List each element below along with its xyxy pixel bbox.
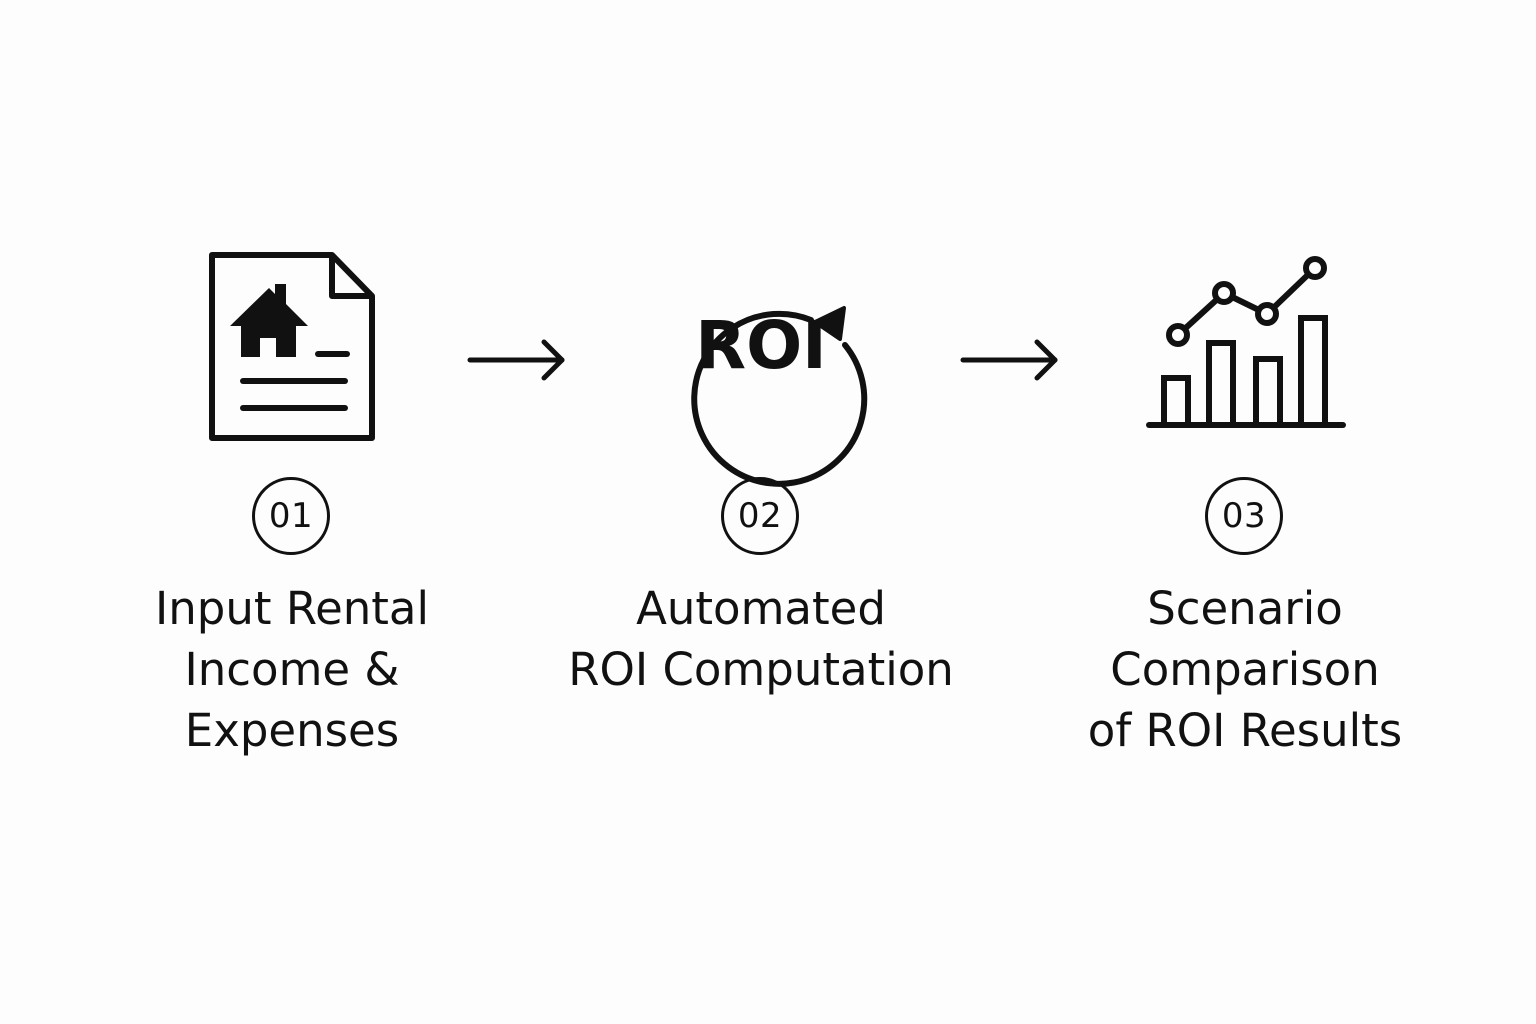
step-label-line: Expenses — [184, 704, 400, 757]
step-label: Input Rental Income & Expenses — [82, 578, 502, 761]
step-label-line: Scenario — [1147, 582, 1343, 635]
step-label-line: ROI Computation — [568, 643, 954, 696]
step-label-line: Automated — [636, 582, 886, 635]
roi-cycle-icon: ROI — [551, 240, 971, 487]
step-label: Automated ROI Computation — [551, 578, 971, 700]
step-3: 03 Scenario Comparison of ROI Results — [1035, 0, 1455, 1024]
step-number-badge: 02 — [721, 477, 799, 555]
bar-line-chart-icon — [1035, 240, 1455, 450]
step-label-line: Income & — [184, 643, 400, 696]
step-1: 01 Input Rental Income & Expenses — [82, 0, 502, 1024]
step-number-badge: 03 — [1205, 477, 1283, 555]
roi-icon-text: ROI — [695, 307, 826, 384]
step-number-badge: 01 — [252, 477, 330, 555]
step-label-line: Comparison — [1110, 643, 1380, 696]
step-label-line: of ROI Results — [1087, 704, 1403, 757]
step-label-line: Input Rental — [155, 582, 429, 635]
step-label: Scenario Comparison of ROI Results — [1035, 578, 1455, 761]
arrow-right-icon — [467, 339, 565, 381]
arrow-right-icon — [960, 339, 1058, 381]
step-2: ROI 02 Automated ROI Computation — [551, 0, 971, 1024]
house-document-icon — [82, 240, 502, 450]
